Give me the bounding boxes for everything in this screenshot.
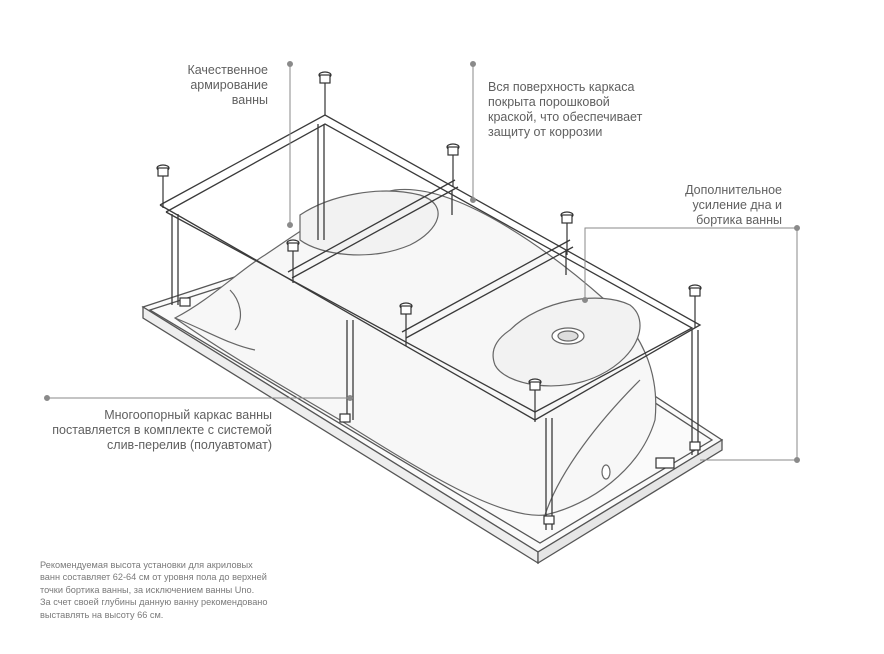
- bathtub-bowl: [173, 188, 657, 516]
- callout-coating: Вся поверхность каркаса покрыта порошков…: [488, 80, 643, 139]
- callout-reinforcement: Качественное армирование ванны: [187, 63, 268, 107]
- leader-lines: [44, 61, 800, 463]
- installation-note: Рекомендуемая высота установки для акрил…: [40, 560, 268, 620]
- frame-structure: [159, 114, 702, 530]
- callout-extra-support: Дополнительное усиление дна и бортика ва…: [685, 183, 782, 227]
- callout-frame: Многоопорный каркас ванны поставляется в…: [52, 408, 272, 452]
- adjustable-feet: [156, 71, 702, 525]
